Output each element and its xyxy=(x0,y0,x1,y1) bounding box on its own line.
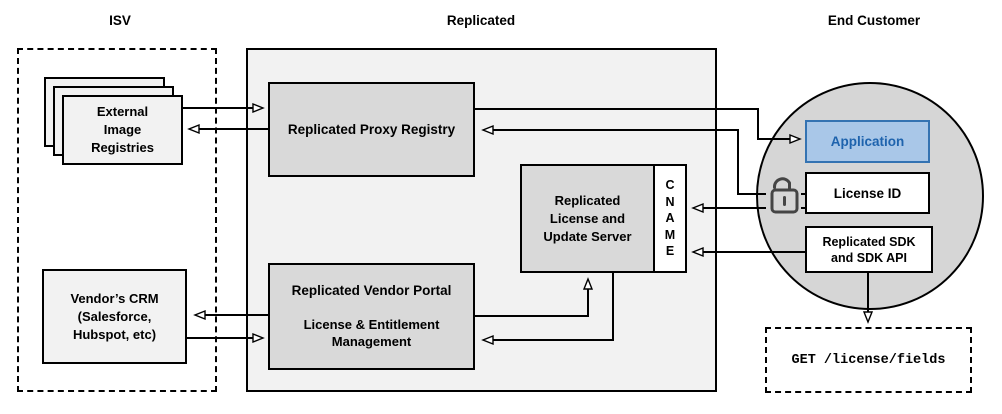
node-application: Application xyxy=(805,120,930,163)
node-cname: C N A M E xyxy=(653,164,687,273)
cname-label: C N A M E xyxy=(664,178,676,259)
node-external-image-registries: External Image Registries xyxy=(62,95,183,165)
api-endpoint-label: GET /license/fields xyxy=(791,352,946,368)
node-api-endpoint: GET /license/fields xyxy=(765,327,972,393)
node-vendor-crm: Vendor’s CRM (Salesforce, Hubspot, etc) xyxy=(42,269,187,364)
vendor-portal-subtitle: License & Entitlement Management xyxy=(303,316,440,350)
node-replicated-sdk: Replicated SDK and SDK API xyxy=(805,226,933,273)
node-proxy-registry: Replicated Proxy Registry xyxy=(268,82,475,177)
section-label-end-customer: End Customer xyxy=(827,13,921,28)
node-license-update-server: Replicated License and Update Server xyxy=(520,164,655,273)
application-label: Application xyxy=(830,134,905,149)
vendor-crm-label: Vendor’s CRM (Salesforce, Hubspot, etc) xyxy=(70,290,159,342)
license-update-server-label: Replicated License and Update Server xyxy=(543,192,632,244)
vendor-portal-title: Replicated Vendor Portal xyxy=(291,282,452,298)
license-id-label: License ID xyxy=(833,185,902,201)
external-registries-label: External Image Registries xyxy=(91,104,154,155)
node-vendor-portal: Replicated Vendor Portal License & Entit… xyxy=(268,263,475,370)
replicated-sdk-label: Replicated SDK and SDK API xyxy=(822,234,916,265)
section-label-isv: ISV xyxy=(109,13,131,28)
section-label-replicated: Replicated xyxy=(446,13,516,28)
proxy-registry-label: Replicated Proxy Registry xyxy=(287,122,456,137)
node-license-id: License ID xyxy=(805,172,930,214)
